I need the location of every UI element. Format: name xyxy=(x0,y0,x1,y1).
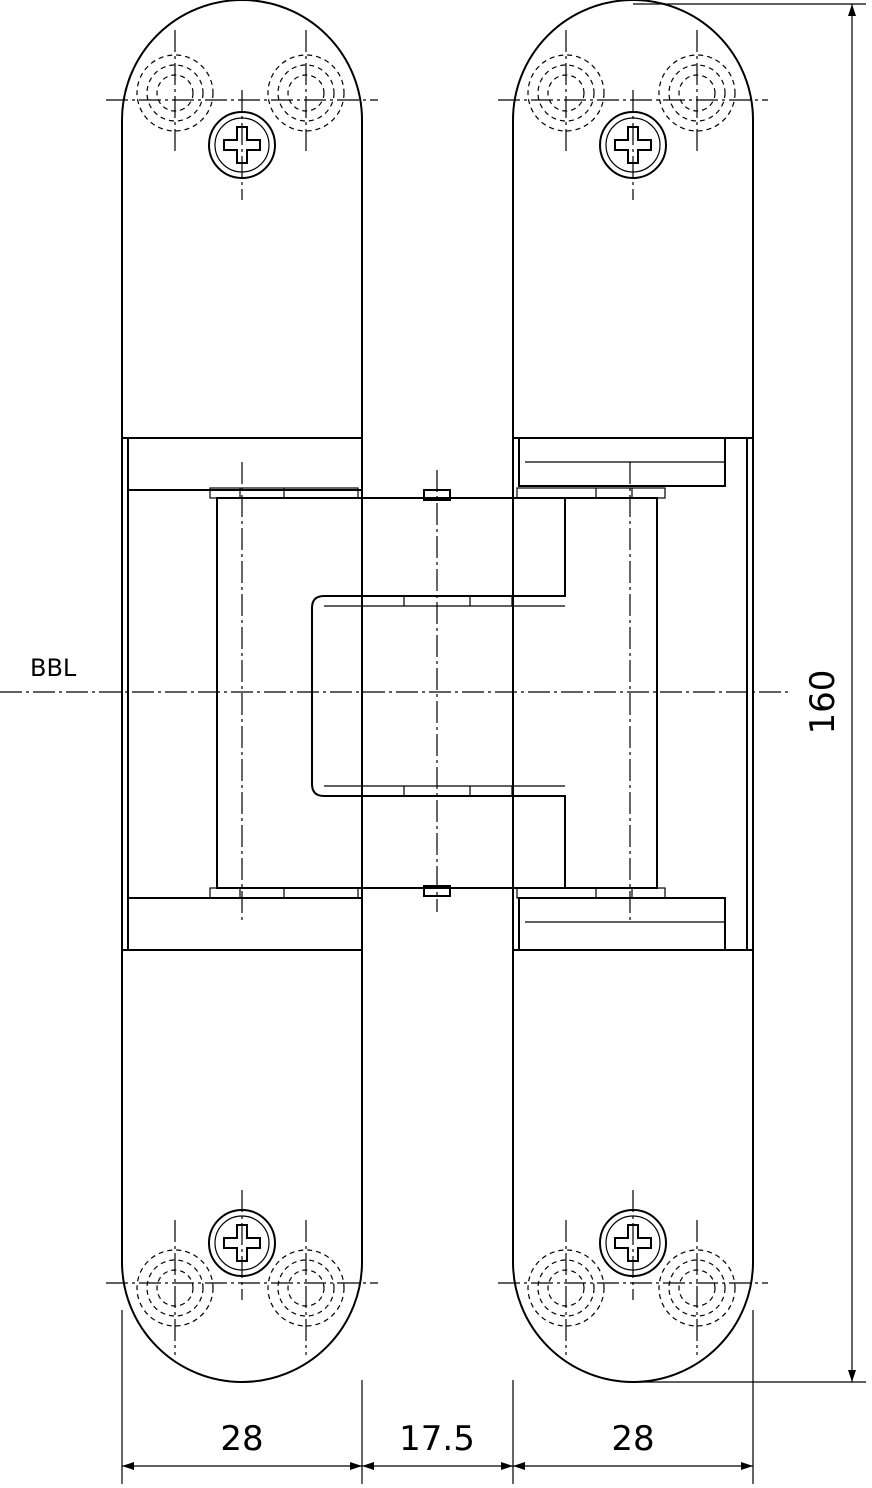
hinge-knuckle-body xyxy=(216,470,658,912)
right-top-leaf-body xyxy=(512,0,754,438)
left-top-leaf-body xyxy=(121,0,363,438)
dimension-right-leaf-width: 28 xyxy=(611,1419,654,1459)
hole-center-lines xyxy=(106,30,768,1355)
right-bottom-leaf-body xyxy=(512,950,754,1383)
left-hinge-leaf xyxy=(121,0,363,1383)
knuckle-cutout xyxy=(311,498,566,888)
bbl-label: BBL xyxy=(30,654,77,682)
dimension-gap-width: 17.5 xyxy=(399,1419,475,1459)
left-top-plate xyxy=(127,437,363,491)
left-bottom-plate xyxy=(127,897,363,951)
left-bottom-leaf-body xyxy=(121,950,363,1383)
dimension-overall-height: 160 xyxy=(803,670,843,735)
dimension-left-leaf-width: 28 xyxy=(220,1419,263,1459)
right-hinge-leaf xyxy=(512,0,754,1383)
hidden-screw-holes xyxy=(136,54,736,1327)
dimension-lines xyxy=(121,3,866,1484)
right-housing-frame xyxy=(512,437,754,951)
